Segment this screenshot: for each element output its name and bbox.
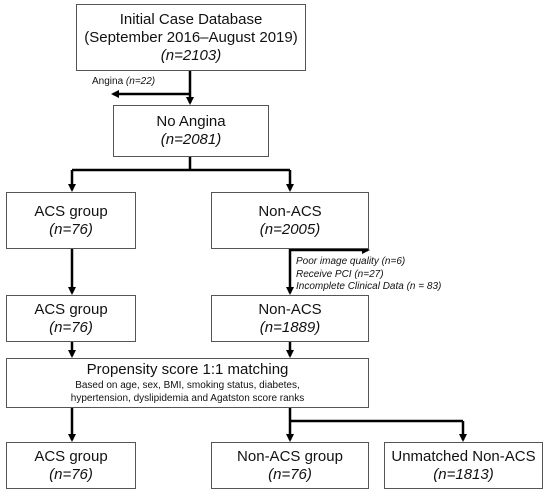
propensity-matching-box: Propensity score 1:1 matching Based on a… (6, 358, 369, 408)
matching-title: Propensity score 1:1 matching (86, 360, 289, 378)
acs-group-box-1: ACS group (n=76) (6, 192, 136, 249)
non-acs-box-2: Non-ACS (n=1889) (211, 295, 369, 342)
acs-group-box-3: ACS group (n=76) (6, 442, 136, 489)
acs-group-box-2: ACS group (n=76) (6, 295, 136, 342)
exclusion-item: Poor image quality (n=6) (296, 256, 406, 267)
angina-exclusion-label: Angina (n=22) (92, 76, 156, 87)
non-acs-2-title: Non-ACS (258, 300, 322, 318)
non-acs-group-3-title: Non-ACS group (237, 447, 343, 465)
non-acs-group-3-count: (n=76) (268, 465, 312, 483)
acs-group-3-title: ACS group (34, 447, 108, 465)
unmatched-title: Unmatched Non-ACS (391, 447, 536, 465)
matching-criteria-line-1: Based on age, sex, BMI, smoking status, … (75, 379, 300, 391)
matching-criteria-line-2: hypertension, dyslipidemia and Agatston … (70, 393, 305, 404)
acs-group-2-count: (n=76) (49, 318, 93, 336)
initial-period: (September 2016–August 2019) (84, 28, 298, 46)
no-angina-count: (n=2081) (160, 131, 222, 148)
non-acs-box-1: Non-ACS (n=2005) (211, 192, 369, 249)
initial-count: (n=2103) (160, 46, 222, 64)
exclusion-item: Receive PCI (n=27) (296, 268, 384, 280)
acs-group-2-title: ACS group (34, 300, 108, 318)
non-acs-group-box-3: Non-ACS group (n=76) (211, 442, 369, 489)
non-acs-1-title: Non-ACS (258, 202, 322, 220)
unmatched-non-acs-box: Unmatched Non-ACS (n=1813) (384, 442, 543, 489)
no-angina-title: No Angina (156, 113, 226, 130)
non-acs-2-count: (n=1889) (259, 318, 321, 336)
unmatched-count: (n=1813) (433, 465, 494, 483)
exclusion-item: Incomplete Clinical Data (n = 83) (296, 281, 442, 292)
no-angina-box: No Angina (n=2081) (113, 105, 269, 157)
non-acs-1-count: (n=2005) (259, 220, 321, 238)
initial-case-database-box: Initial Case Database (September 2016–Au… (76, 4, 306, 71)
acs-group-3-count: (n=76) (49, 465, 93, 483)
acs-group-1-count: (n=76) (49, 220, 93, 238)
initial-title: Initial Case Database (119, 10, 263, 28)
acs-group-1-title: ACS group (34, 202, 108, 220)
exclusions-list: Poor image quality (n=6) Receive PCI (n=… (296, 256, 441, 294)
